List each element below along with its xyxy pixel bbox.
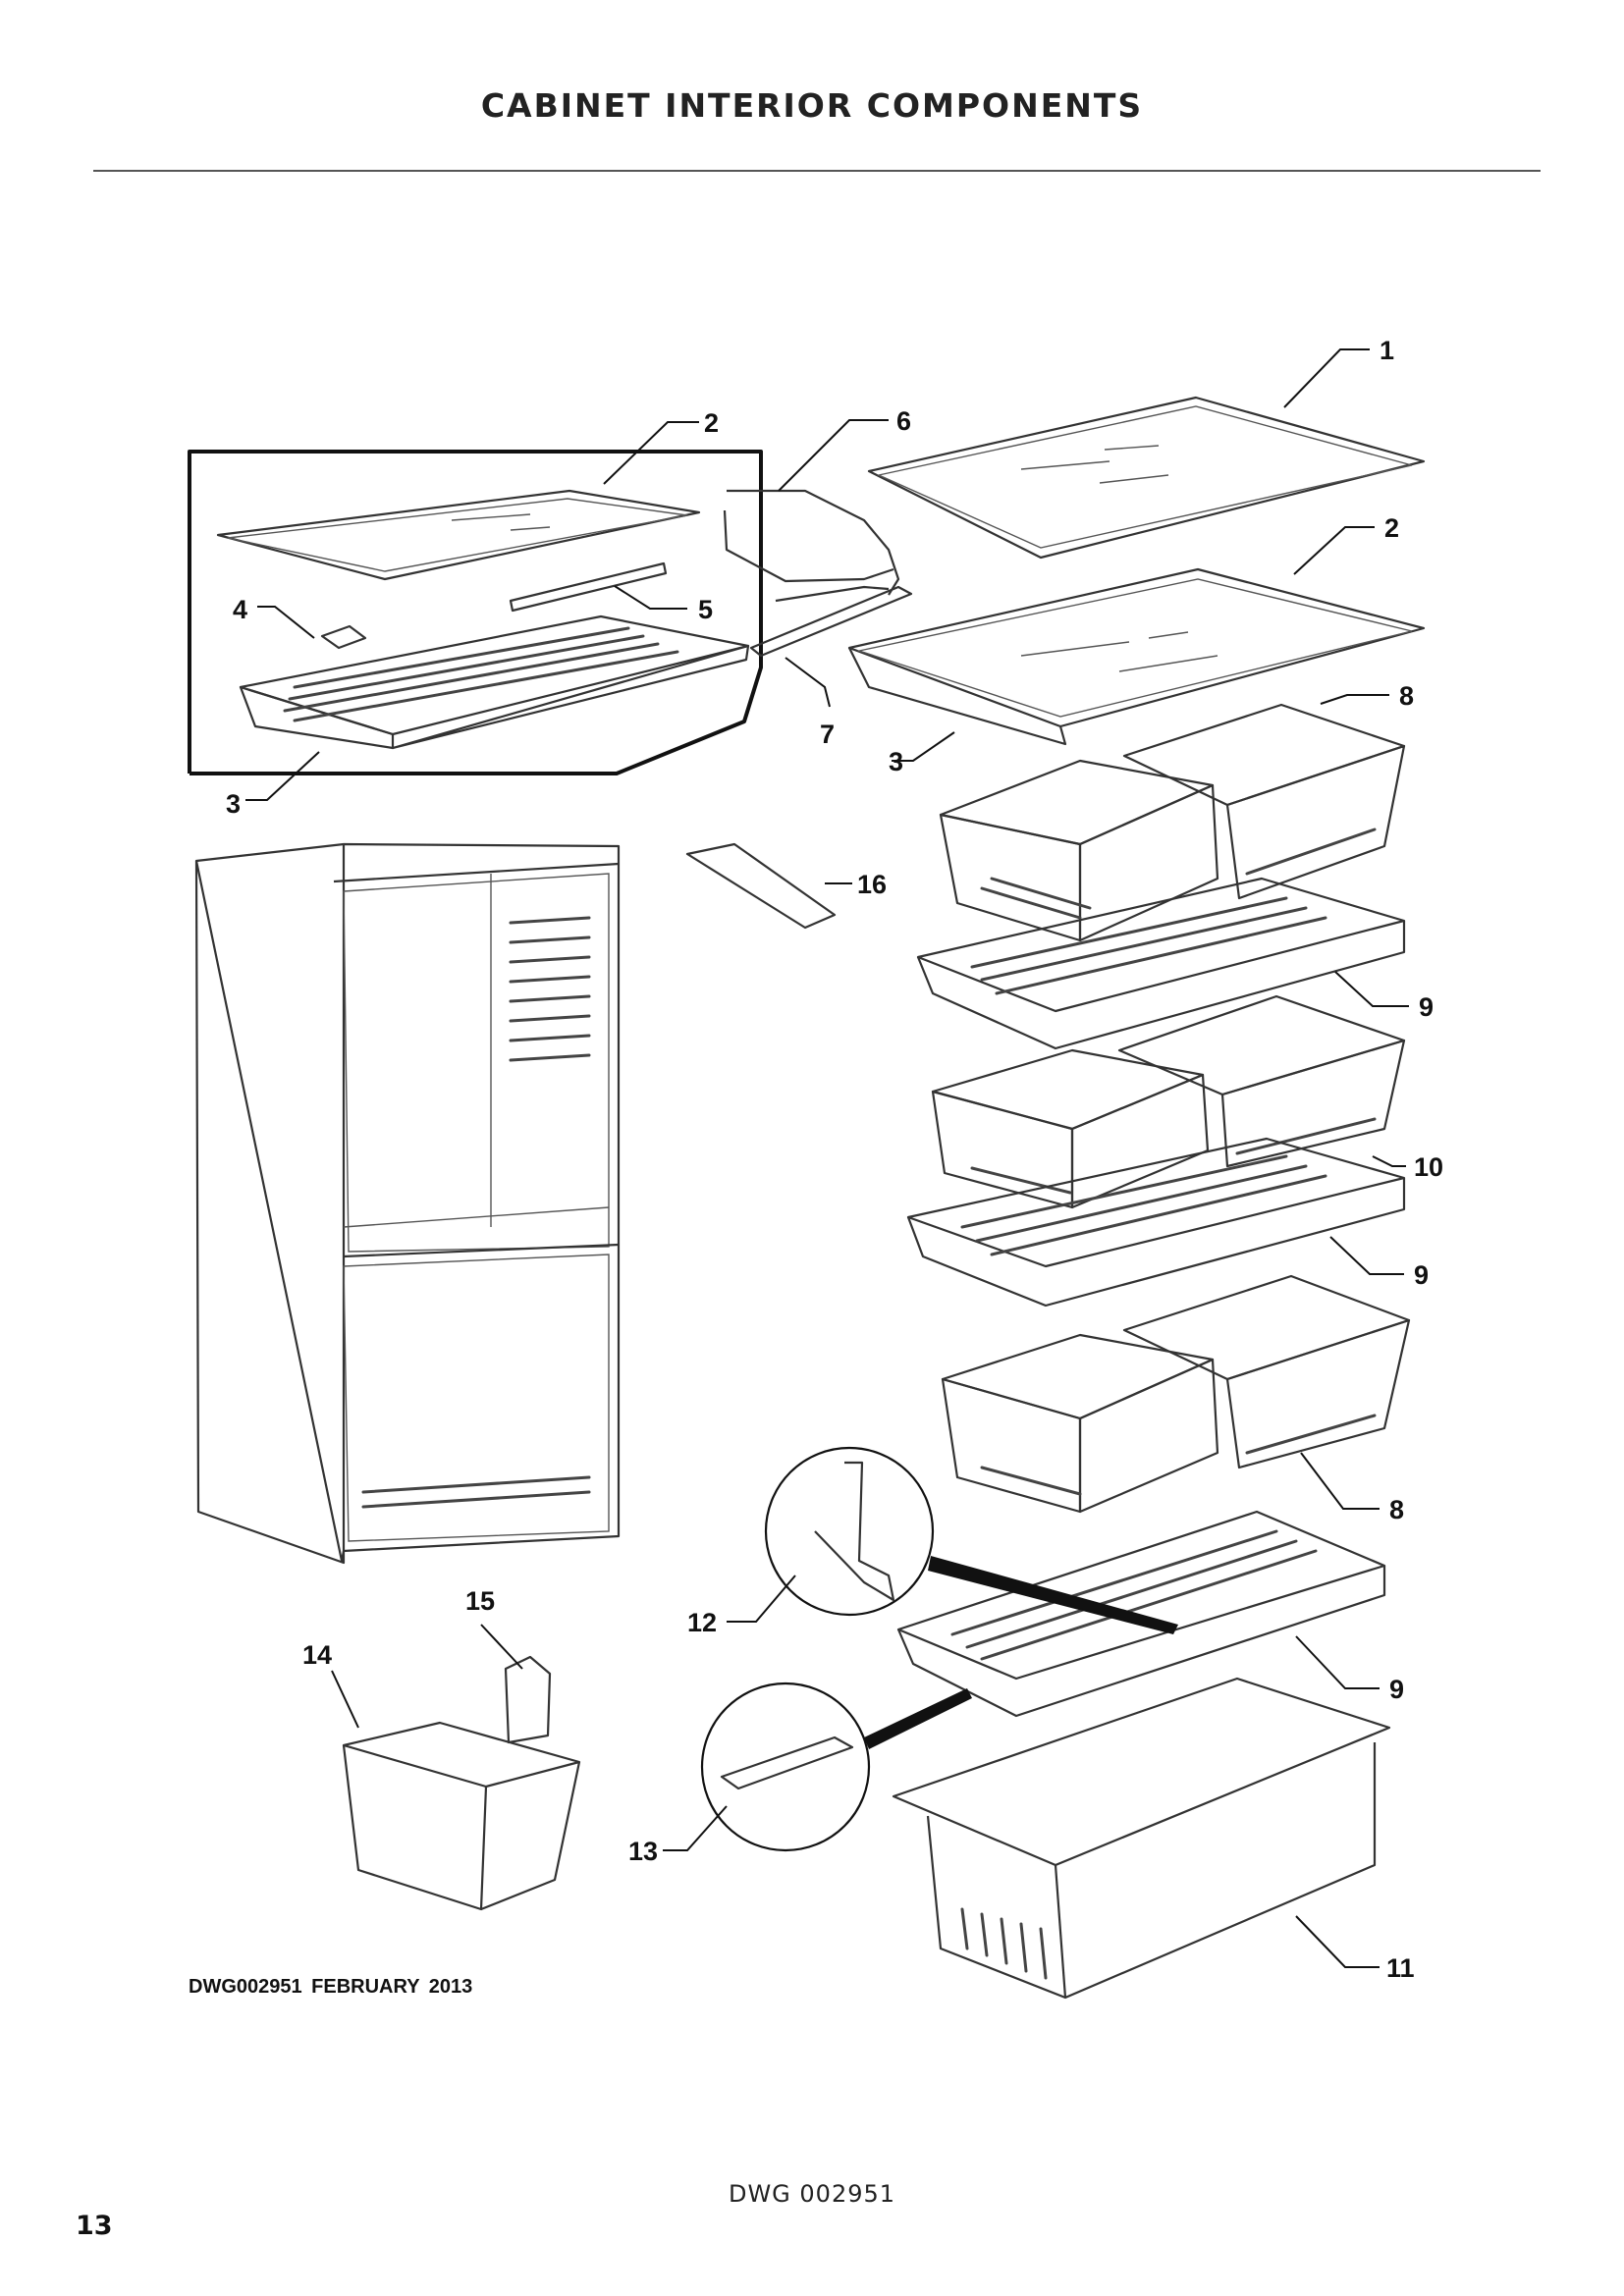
crisper-bins-upper — [916, 703, 1406, 1050]
callout-1: 1 — [1380, 336, 1394, 365]
callout-8-top: 8 — [1399, 681, 1414, 711]
callout-8-lower: 8 — [1389, 1495, 1404, 1524]
callout-9-middle: 9 — [1414, 1260, 1429, 1290]
callout-2-left: 2 — [704, 408, 719, 438]
callout-16: 16 — [857, 870, 887, 899]
leader-lines — [245, 348, 1409, 1968]
callout-3-left: 3 — [226, 789, 241, 819]
footer-drawing-reference: DWG 002951 — [728, 2180, 896, 2208]
callout-9-bottom: 9 — [1389, 1675, 1404, 1704]
shelf-rails — [723, 489, 913, 658]
callout-14: 14 — [302, 1640, 332, 1670]
page-number: 13 — [76, 2211, 113, 2241]
detail-pointer-13 — [864, 1688, 972, 1749]
refrigerator-cabinet — [194, 842, 621, 1565]
callout-15: 15 — [465, 1586, 495, 1616]
drawing-number-date: DWG002951 FEBRUARY 2013 — [189, 1976, 473, 1998]
callout-5: 5 — [698, 595, 713, 624]
callout-7: 7 — [820, 720, 835, 749]
lower-tray-and-drawer — [892, 1510, 1391, 2000]
crisper-bins-lower — [941, 1274, 1411, 1514]
callout-3-right: 3 — [889, 747, 903, 776]
crisper-bins-middle — [906, 994, 1406, 1308]
callout-9-top: 9 — [1419, 992, 1434, 1022]
callout-2-right: 2 — [1384, 513, 1399, 543]
callout-4: 4 — [233, 595, 247, 624]
detail-pointer-12 — [928, 1556, 1178, 1634]
callout-11: 11 — [1386, 1953, 1415, 1983]
title-divider — [93, 170, 1541, 172]
door-bin-and-cap — [342, 1655, 581, 1911]
boxed-shelf-assembly — [188, 450, 763, 775]
glass-shelf-2-with-frame — [847, 567, 1426, 746]
callout-12: 12 — [687, 1608, 717, 1637]
part-16-bracket — [685, 842, 837, 930]
callout-labels: 1 2 2 3 3 4 5 6 7 8 8 9 9 9 10 11 12 13 … — [226, 336, 1443, 1983]
page-title: CABINET INTERIOR COMPONENTS — [480, 86, 1144, 125]
callout-10: 10 — [1414, 1152, 1443, 1182]
glass-shelf-1 — [867, 396, 1426, 560]
callout-6: 6 — [896, 406, 911, 436]
detail-circles — [700, 1446, 1178, 1852]
callout-13: 13 — [628, 1837, 658, 1866]
